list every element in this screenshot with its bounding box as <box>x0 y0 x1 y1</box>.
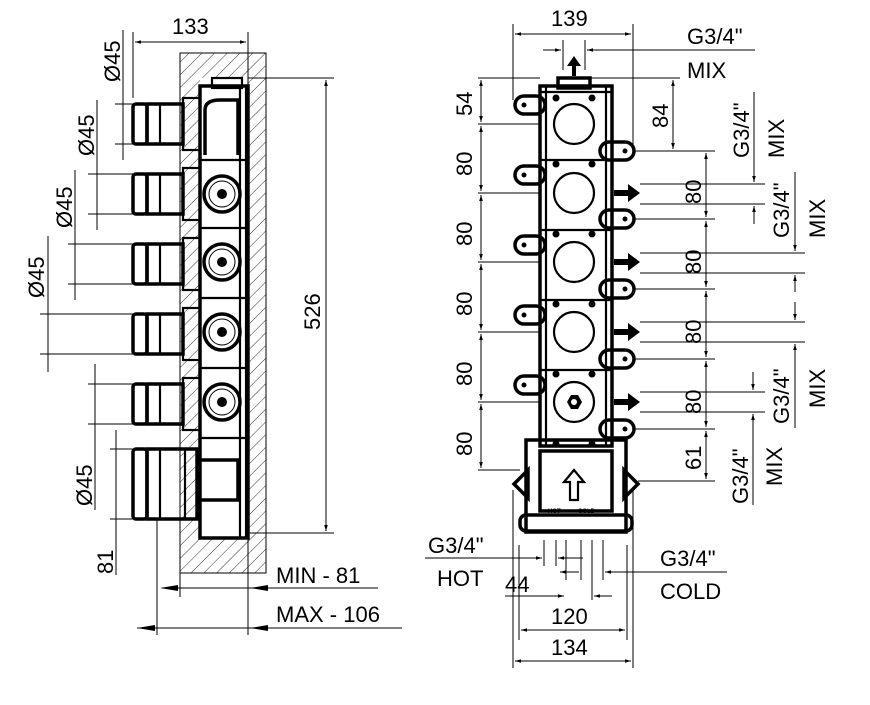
dim-right-spacing-3: 80 <box>681 320 706 344</box>
side-outlet-2-label: MIX <box>805 199 830 238</box>
dim-left-spacing-4: 80 <box>452 292 477 316</box>
dim-side-width: 133 <box>172 14 209 39</box>
cartridge-front-2 <box>552 171 596 215</box>
dim-right-spacing-2: 80 <box>681 250 706 274</box>
left-mounting-lugs <box>513 94 547 396</box>
box-label-cold: COLD <box>578 509 596 515</box>
arrow-right-icon <box>614 253 640 271</box>
arrow-up-icon <box>567 56 581 76</box>
side-outlet-2-thread: G3/4" <box>769 182 794 238</box>
side-outlet-3 <box>131 236 202 292</box>
side-outlet-3-thread: G3/4" <box>769 368 794 424</box>
dim-outer-width: 134 <box>551 635 588 660</box>
arrow-right-icon <box>614 393 640 411</box>
dim-diameter-3: Ø45 <box>52 186 77 228</box>
side-view: 133 526 Ø45 Ø45 Ø45 Ø45 Ø45 81 <box>24 14 402 635</box>
dim-left-spacing-1: 54 <box>452 92 477 116</box>
dim-left-spacing-5: 80 <box>452 362 477 386</box>
dim-left-spacing-6: 80 <box>452 432 477 456</box>
dim-wall-max: MAX - 106 <box>276 602 380 627</box>
dim-diameter-4: Ø45 <box>24 256 49 298</box>
side-outlet-1-thread: G3/4" <box>729 102 754 158</box>
top-outlet-thread: G3/4" <box>687 24 743 49</box>
arrow-right-icon <box>614 323 640 341</box>
cartridge-2 <box>202 174 242 214</box>
side-outlet-2 <box>131 166 202 222</box>
cartridge-front-3 <box>552 240 596 284</box>
dim-wall-min: MIN - 81 <box>276 563 360 588</box>
dim-right-spacing-4: 80 <box>681 390 706 414</box>
dim-bottom-offset: 81 <box>93 550 118 574</box>
right-mounting-lugs <box>598 140 636 440</box>
arrow-right-icon <box>614 184 640 202</box>
cartridge-4 <box>202 312 242 352</box>
dim-right-bottom-offset: 61 <box>681 446 706 470</box>
arrow-up-icon <box>561 468 587 502</box>
dim-diameter-1: Ø45 <box>100 40 125 82</box>
dim-right-top-offset: 84 <box>648 104 673 128</box>
top-outlet-label: MIX <box>687 58 726 83</box>
side-outlet-5 <box>131 376 202 432</box>
side-inlet-box <box>131 447 199 521</box>
side-outlet-4-thread: G3/4" <box>728 448 753 504</box>
box-label-hot: HOT <box>548 509 561 515</box>
dim-inner-width: 120 <box>551 604 588 629</box>
dim-left-spacing-2: 80 <box>452 152 477 176</box>
dim-inlet-spacing: 44 <box>505 572 529 597</box>
side-outlet-3-label: MIX <box>805 369 830 408</box>
cold-inlet-label: COLD <box>660 579 721 604</box>
dim-right-spacing-1: 80 <box>681 180 706 204</box>
valve-body-front <box>538 76 614 448</box>
dim-left-spacing-3: 80 <box>452 222 477 246</box>
hot-inlet-thread: G3/4" <box>428 533 484 558</box>
dim-diameter-5: Ø45 <box>72 464 97 506</box>
cold-inlet-thread: G3/4" <box>660 546 716 571</box>
cartridge-front-5 <box>552 380 596 424</box>
hot-inlet-label: HOT <box>437 566 483 591</box>
inlet-box: HOT COLD <box>511 438 641 534</box>
side-outlet-1 <box>131 96 202 152</box>
flow-arrows <box>567 56 640 411</box>
side-outlet-1-label: MIX <box>764 119 789 158</box>
cartridge-3 <box>202 242 242 282</box>
side-outlet-4-label: MIX <box>762 447 787 486</box>
dim-side-height: 526 <box>300 293 325 330</box>
front-view: HOT COLD 139 G3/4" MIX 54 80 80 80 80 <box>425 6 830 668</box>
dim-front-width: 139 <box>551 6 588 31</box>
cartridge-front-4 <box>552 310 596 354</box>
cartridge-front-1 <box>552 102 596 146</box>
cartridge-5 <box>202 382 242 422</box>
side-outlet-4 <box>131 306 202 362</box>
dim-diameter-2: Ø45 <box>74 114 99 156</box>
